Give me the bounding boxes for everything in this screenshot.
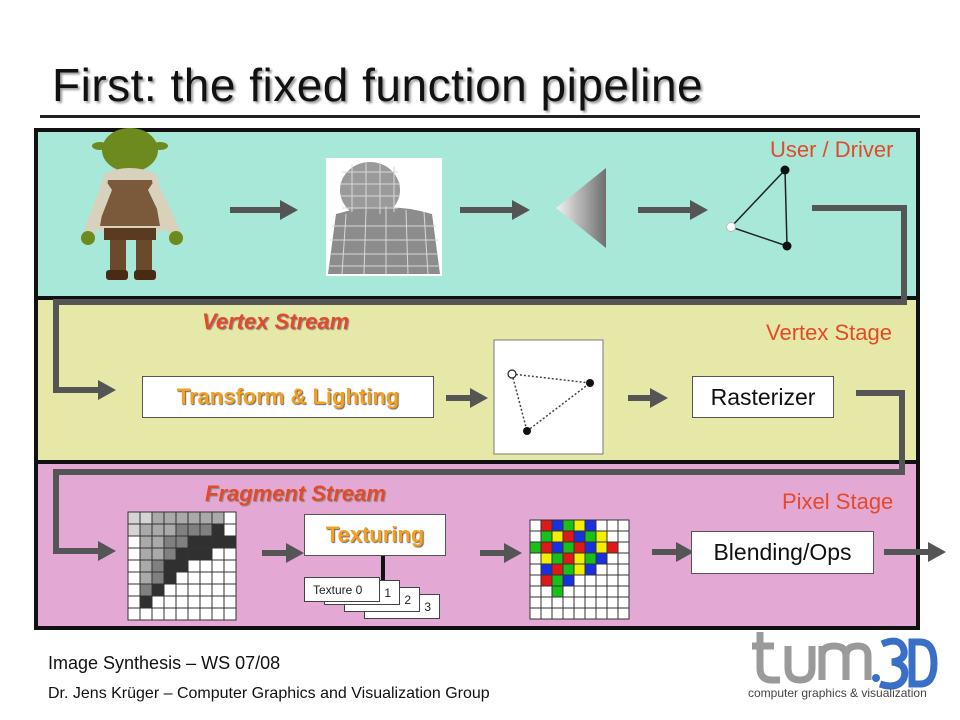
pixel-stage-label: Pixel Stage — [782, 489, 894, 514]
vertex-stream-label: Vertex Stream — [202, 309, 350, 334]
transformed-triangle-panel — [493, 339, 604, 455]
footer-author: Dr. Jens Krüger – Computer Graphics and … — [48, 685, 490, 702]
user-driver-band — [34, 128, 920, 300]
shaded-triangle-icon — [556, 168, 606, 248]
fragment-stream-label: Fragment Stream — [205, 481, 386, 506]
logo-subtitle: computer graphics & visualization — [748, 686, 927, 700]
vertex-triangle-icon — [726, 165, 792, 251]
character-model-icon — [81, 128, 183, 280]
texture-card-0: Texture 0 — [304, 577, 380, 602]
texturing-box: Texturing — [304, 514, 446, 556]
title-underline — [40, 115, 920, 118]
footer-course: Image Synthesis – WS 07/08 — [48, 653, 281, 673]
fragment-grid — [127, 511, 237, 621]
vertex-stage-label: Vertex Stage — [766, 320, 892, 345]
pipeline-arrows — [53, 200, 946, 563]
transform-lighting-box: Transform & Lighting — [142, 376, 434, 418]
rasterizer-box: Rasterizer — [692, 376, 834, 418]
blending-ops-box: Blending/Ops — [691, 531, 874, 574]
mesh-model-icon — [326, 158, 442, 276]
slide-title: First: the fixed function pipeline — [52, 59, 704, 111]
user-driver-label: User / Driver — [770, 137, 894, 162]
tum3d-logo — [752, 632, 938, 690]
textured-color-grid — [529, 519, 630, 620]
